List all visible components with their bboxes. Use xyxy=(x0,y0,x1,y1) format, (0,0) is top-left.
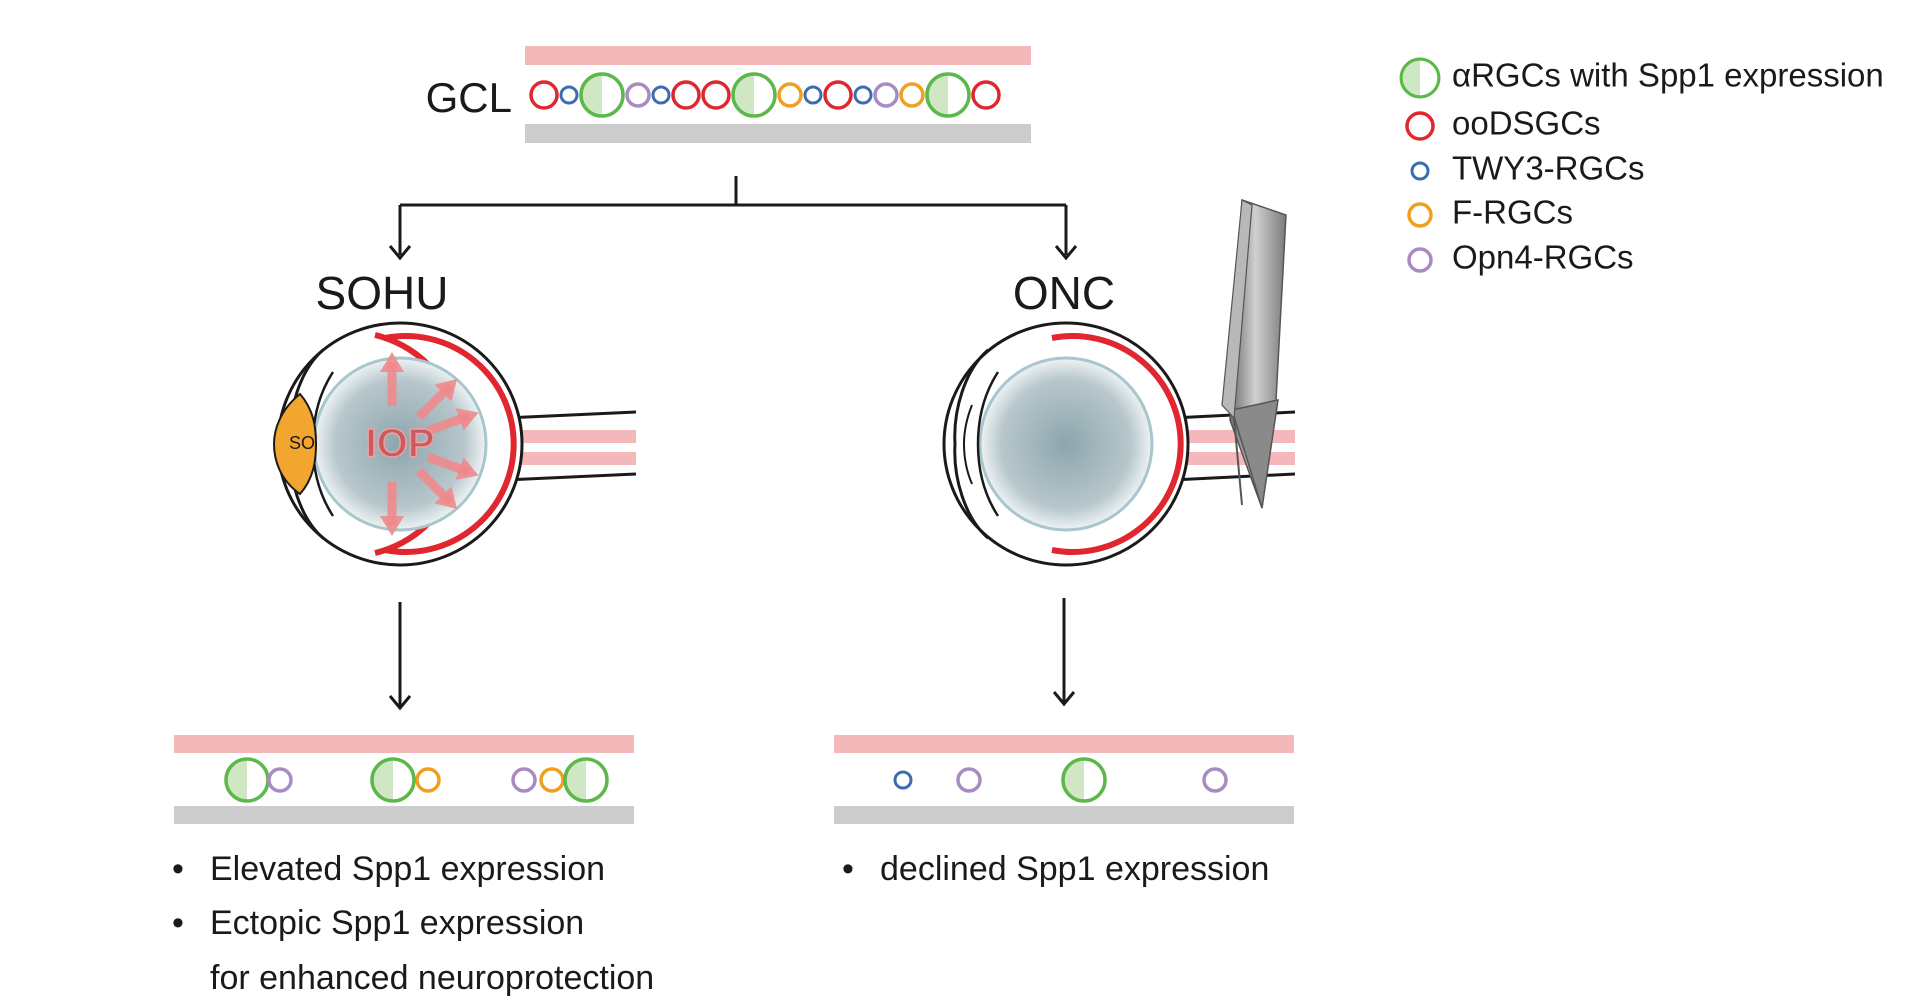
cell-frgc xyxy=(539,767,565,793)
onc-retina xyxy=(1051,333,1184,555)
cell-oods xyxy=(701,80,731,110)
gcl-panel: GCL xyxy=(426,46,1031,143)
gcl-bottom-membrane xyxy=(525,124,1031,143)
iop-arrow xyxy=(426,452,479,480)
sohu-optic-nerve xyxy=(505,430,636,443)
cell-oods xyxy=(1405,111,1435,141)
iop-label: IOP xyxy=(366,422,435,466)
sohu-bottom-membrane xyxy=(174,806,634,824)
sohu-outcome-2: • Ectopic Spp1 expression xyxy=(172,896,654,950)
cell-opn4 xyxy=(1202,767,1228,793)
legend-label: Opn4-RGCs xyxy=(1452,239,1634,276)
cell-twy3 xyxy=(1410,161,1430,181)
iop-arrow xyxy=(426,408,479,436)
iop-pressure-arrows xyxy=(380,352,479,536)
cell-opn4 xyxy=(267,767,293,793)
onc-cell-row xyxy=(893,757,1228,803)
sohu-outcome-2-text: Ectopic Spp1 expression xyxy=(210,904,585,943)
bullet-marker: • xyxy=(842,850,854,888)
cell-alpha xyxy=(925,72,971,118)
legend-label: ooDSGCs xyxy=(1452,105,1601,142)
cell-alpha xyxy=(370,757,416,803)
cell-twy3 xyxy=(651,85,671,105)
onc-outcome-1-text: declined Spp1 expression xyxy=(880,850,1270,888)
branch-connector xyxy=(388,176,1078,261)
legend-label: F-RGCs xyxy=(1452,194,1573,231)
cell-opn4 xyxy=(1407,247,1433,273)
legend-item-twy3: TWY3-RGCs xyxy=(1410,150,1645,187)
cell-alpha xyxy=(1061,757,1107,803)
onc-bottom-membrane xyxy=(834,806,1294,824)
bullet-marker: • xyxy=(172,904,184,943)
sohu-cell-row xyxy=(224,757,609,803)
cell-frgc xyxy=(899,82,925,108)
onc-result-panel xyxy=(834,735,1294,824)
legend-item-opn4: Opn4-RGCs xyxy=(1407,239,1634,276)
gcl-top-membrane xyxy=(525,46,1031,65)
cell-opn4 xyxy=(956,767,982,793)
cell-alpha xyxy=(731,72,777,118)
iop-arrow xyxy=(415,467,458,510)
cell-frgc xyxy=(777,82,803,108)
sohu-outcome-1: • Elevated Spp1 expression xyxy=(172,842,654,896)
sohu-outcome-1-text: Elevated Spp1 expression xyxy=(210,850,606,888)
cell-alpha xyxy=(579,72,625,118)
result-arrows xyxy=(388,598,1076,711)
legend-label: TWY3-RGCs xyxy=(1452,150,1645,187)
legend-item-alpha: αRGCs with Spp1 expression xyxy=(1399,57,1884,99)
so-oil xyxy=(272,392,318,496)
cell-opn4 xyxy=(511,767,537,793)
sohu-top-membrane xyxy=(174,735,634,753)
cell-opn4 xyxy=(625,82,651,108)
sohu-outcome-2-continuation: for enhanced neuroprotection xyxy=(210,958,655,997)
cell-alpha xyxy=(1399,57,1441,99)
sohu-label: SOHU xyxy=(316,267,449,319)
onc-top-membrane xyxy=(834,735,1294,753)
iop-arrow xyxy=(380,352,404,406)
gcl-cell-row xyxy=(529,72,1001,118)
onc-optic-nerve xyxy=(1172,430,1295,443)
forceps xyxy=(1221,198,1287,509)
legend-label: αRGCs with Spp1 expression xyxy=(1452,57,1884,94)
cell-oods xyxy=(671,80,701,110)
cell-twy3 xyxy=(853,85,873,105)
cell-oods xyxy=(529,80,559,110)
cell-oods xyxy=(971,80,1001,110)
iop-arrow xyxy=(415,378,458,421)
legend-item-oods: ooDSGCs xyxy=(1405,105,1601,142)
cell-frgc xyxy=(1407,202,1433,228)
gcl-label: GCL xyxy=(426,74,512,121)
bullet-marker: • xyxy=(172,850,184,888)
sohu-outcomes: • Elevated Spp1 expression • Ectopic Spp… xyxy=(172,842,654,1005)
iop-arrow xyxy=(380,482,404,536)
cell-alpha xyxy=(563,757,609,803)
cell-twy3 xyxy=(803,85,823,105)
legend-item-frgc: F-RGCs xyxy=(1407,194,1573,231)
onc-outcome-1: • declined Spp1 expression xyxy=(842,842,1269,896)
cell-frgc xyxy=(415,767,441,793)
cell-twy3 xyxy=(559,85,579,105)
cell-alpha xyxy=(224,757,270,803)
cell-oods xyxy=(823,80,853,110)
so-label: SO xyxy=(289,433,315,453)
cell-opn4 xyxy=(873,82,899,108)
legend: αRGCs with Spp1 expression ooDSGCsTWY3-RG… xyxy=(1399,57,1884,276)
sohu-result-panel xyxy=(174,735,634,824)
onc-label: ONC xyxy=(1013,267,1115,319)
onc-outcomes: • declined Spp1 expression xyxy=(842,842,1269,896)
cell-twy3 xyxy=(893,770,913,790)
onc-eye xyxy=(942,198,1296,567)
sohu-eye: SO IOP xyxy=(272,321,637,567)
